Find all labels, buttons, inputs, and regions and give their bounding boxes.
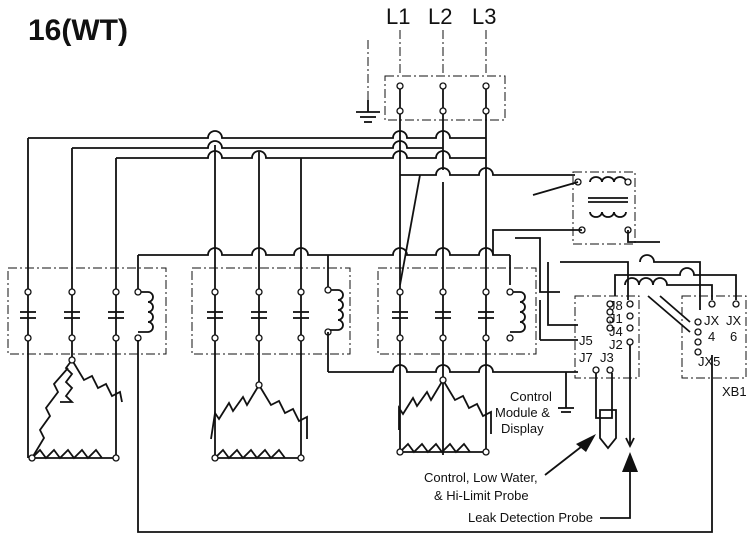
label-j3: J3: [600, 350, 614, 365]
transformer: [492, 171, 660, 255]
heater-box-right: [377, 267, 537, 355]
supply-leads: [399, 30, 487, 76]
label-xb1: XB1: [722, 384, 747, 399]
terminal-block: [384, 75, 506, 121]
svg-text:Control: Control: [510, 389, 552, 404]
delta-element-middle: [210, 381, 308, 462]
return-wire: [137, 340, 713, 533]
label-jx5: JX5: [698, 354, 720, 369]
phase-wires: [399, 114, 487, 455]
svg-text:Module &: Module &: [495, 405, 550, 420]
label-jx-4: 4: [708, 329, 715, 344]
ground-icon: [356, 40, 380, 123]
label-j8: J8: [609, 298, 623, 313]
label-j7: J7: [579, 350, 593, 365]
label-j2: J2: [609, 337, 623, 352]
label-control-probe-line2: & Hi-Limit Probe: [434, 488, 529, 503]
xb1-board: [647, 295, 747, 379]
leak-probe: [625, 345, 635, 449]
svg-text:Display: Display: [501, 421, 544, 436]
terminal-contacts: [396, 82, 490, 115]
control-module-label: Control Module & Display: [495, 372, 574, 436]
control-board: [515, 237, 737, 379]
bus-wires: [27, 130, 575, 458]
delta-element-left: [28, 356, 123, 462]
phase-label-l2: L2: [428, 4, 452, 29]
label-jx-b: JX: [726, 313, 742, 328]
label-jx-a: JX: [704, 313, 720, 328]
label-jx-6: 6: [730, 329, 737, 344]
arrow-control-probe: [544, 434, 596, 476]
delta-element-right: [396, 376, 492, 456]
label-j5: J5: [579, 333, 593, 348]
heater-box-middle: [191, 267, 351, 372]
phase-label-l3: L3: [472, 4, 496, 29]
phase-label-l1: L1: [386, 4, 410, 29]
label-control-probe-line1: Control, Low Water,: [424, 470, 538, 485]
lower-bus: [328, 364, 578, 373]
label-leak-probe: Leak Detection Probe: [468, 510, 593, 525]
diagram-title: 16(WT): [28, 14, 128, 47]
heater-box-left: [7, 267, 167, 355]
control-probe: [595, 373, 617, 450]
arrow-leak-probe: [600, 452, 638, 519]
label-j1: J1: [609, 311, 623, 326]
label-j4: J4: [609, 324, 623, 339]
